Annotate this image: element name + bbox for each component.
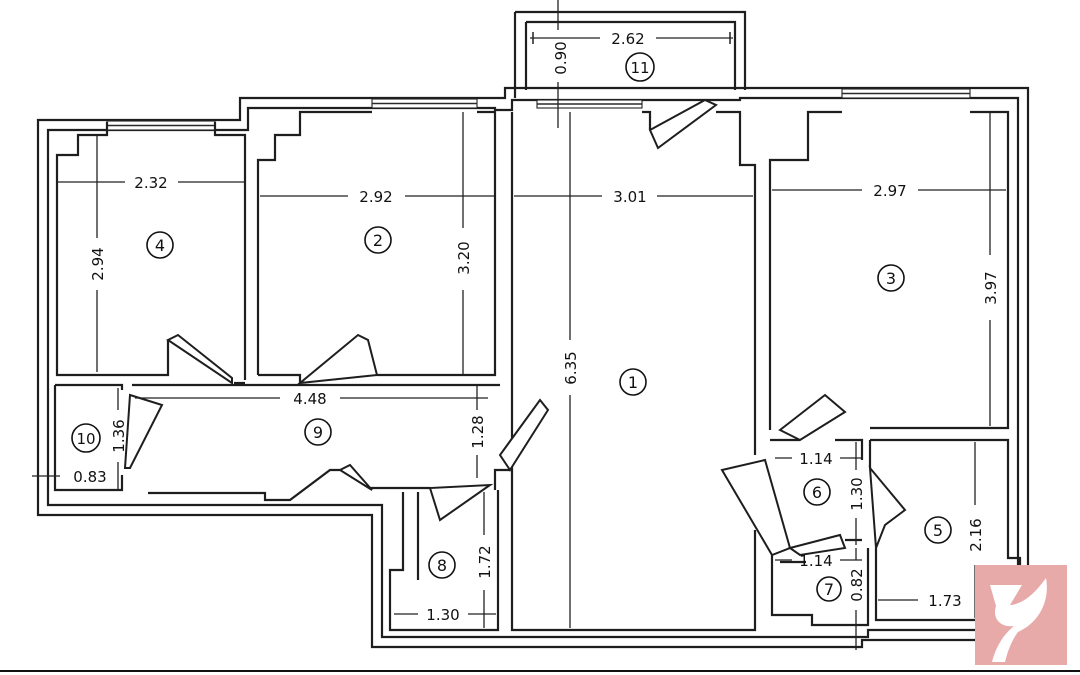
dim-r2-length: 3.20 bbox=[455, 241, 473, 274]
svg-text:10: 10 bbox=[76, 430, 95, 448]
svg-text:4: 4 bbox=[155, 236, 165, 255]
door-room3 bbox=[778, 393, 847, 442]
door-room10 bbox=[123, 393, 164, 469]
room-number-7: 7 bbox=[816, 576, 842, 602]
room-number-2: 2 bbox=[364, 226, 392, 254]
room-number-6: 6 bbox=[803, 478, 831, 506]
dove-logo-icon bbox=[975, 565, 1067, 665]
door-balcony bbox=[648, 98, 718, 150]
dim-r4-length: 2.94 bbox=[89, 247, 107, 280]
dim-r10-width: 0.83 bbox=[73, 468, 106, 486]
door-room1 bbox=[498, 398, 550, 472]
room-number-4: 4 bbox=[146, 231, 174, 259]
svg-text:1: 1 bbox=[628, 373, 638, 392]
dim-r9-width: 1.28 bbox=[469, 415, 487, 448]
svg-text:2: 2 bbox=[373, 231, 383, 250]
room-numbers: 1 2 3 4 5 6 7 8 9 10 11 bbox=[71, 52, 952, 602]
dim-r7-width: 1.14 bbox=[799, 552, 832, 570]
door-room8 bbox=[428, 483, 494, 522]
dim-r6-width: 1.14 bbox=[799, 450, 832, 468]
interior-walls bbox=[53, 110, 1022, 632]
dim-r5-width: 1.73 bbox=[928, 592, 961, 610]
room-number-5: 5 bbox=[924, 516, 952, 544]
dim-r3-width: 2.97 bbox=[873, 182, 906, 200]
doors bbox=[123, 98, 907, 557]
room-number-10: 10 bbox=[71, 423, 101, 453]
svg-text:9: 9 bbox=[313, 423, 323, 442]
dim-r9-length: 4.48 bbox=[293, 390, 326, 408]
svg-text:8: 8 bbox=[437, 556, 447, 575]
svg-text:5: 5 bbox=[933, 521, 943, 540]
dim-r4-width: 2.32 bbox=[134, 174, 167, 192]
door-corridor-low bbox=[337, 463, 373, 491]
svg-text:11: 11 bbox=[630, 59, 649, 77]
room-number-11: 11 bbox=[625, 52, 655, 82]
dim-r3-length: 3.97 bbox=[982, 271, 1000, 304]
exterior-walls bbox=[36, 10, 1030, 649]
svg-text:3: 3 bbox=[886, 269, 896, 288]
room-number-3: 3 bbox=[877, 264, 905, 292]
dimension-labels: 2.62 0.90 2.32 2.94 2.92 3.20 3.01 6.35 … bbox=[73, 30, 1000, 624]
room-number-8: 8 bbox=[428, 551, 456, 579]
dim-r5-length: 2.16 bbox=[967, 518, 985, 551]
dim-r1-length: 6.35 bbox=[562, 351, 580, 384]
dim-r7-length: 0.82 bbox=[848, 568, 866, 601]
room-number-9: 9 bbox=[304, 418, 332, 446]
svg-text:7: 7 bbox=[824, 580, 834, 599]
door-room4 bbox=[166, 333, 233, 385]
door-room2 bbox=[296, 333, 379, 385]
dim-r10-length: 1.36 bbox=[110, 419, 128, 452]
door-room7 bbox=[787, 533, 847, 557]
svg-text:6: 6 bbox=[812, 483, 822, 502]
dim-r8-length: 1.72 bbox=[476, 545, 494, 578]
dimension-lines bbox=[32, 0, 1006, 650]
windows bbox=[106, 88, 971, 131]
dim-r6-length: 1.30 bbox=[848, 477, 866, 510]
dim-r11-width: 2.62 bbox=[611, 30, 644, 48]
dim-r11-depth: 0.90 bbox=[552, 41, 570, 74]
dim-r1-width: 3.01 bbox=[613, 188, 646, 206]
dim-r2-width: 2.92 bbox=[359, 188, 392, 206]
room-number-1: 1 bbox=[619, 368, 647, 396]
door-room5 bbox=[868, 464, 907, 549]
dim-r8-width: 1.30 bbox=[426, 606, 459, 624]
